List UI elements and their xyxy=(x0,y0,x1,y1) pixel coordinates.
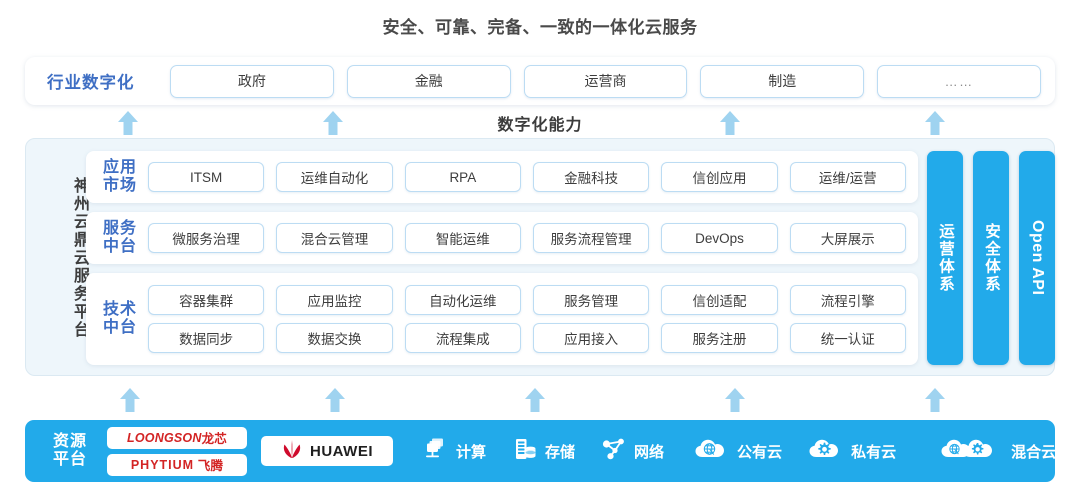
industry-row: 行业数字化 政府 金融 运营商 制造 …… xyxy=(25,57,1055,105)
panel-items: 容器集群 应用监控 自动化运维 服务管理 信创适配 流程引擎 数据同步 数据交换… xyxy=(148,285,918,353)
pillar-operation-system[interactable]: 运营体系 xyxy=(927,151,963,365)
industry-chip-government[interactable]: 政府 xyxy=(170,64,334,98)
resource-platform-label: 资源 平台 xyxy=(39,433,101,470)
panel-label-technology-middle-platform: 技术 中台 xyxy=(86,301,148,337)
cloud-service-platform: 神州云鼎云服务平台 应用 市场 ITSM 运维自动化 RPA 金融科技 信创应用… xyxy=(25,138,1055,376)
resource-item-label: 私有云 xyxy=(851,443,897,461)
phytium-cn: 飞腾 xyxy=(197,459,224,473)
resource-item-label: 公有云 xyxy=(737,443,783,461)
item-data-exchange[interactable]: 数据交换 xyxy=(276,323,393,353)
item-service-process-management[interactable]: 服务流程管理 xyxy=(532,223,650,253)
up-arrow-icon xyxy=(924,387,946,413)
panel-label-line1: 服务 xyxy=(102,220,137,238)
item-automated-ops[interactable]: 自动化运维 xyxy=(404,285,521,315)
item-microservice-governance[interactable]: 微服务治理 xyxy=(148,223,265,253)
phytium-latin: PHYTIUM xyxy=(130,457,195,472)
panel-service-middle-platform: 服务 中台 微服务治理 混合云管理 智能运维 服务流程管理 DevOps 大屏展… xyxy=(86,212,918,264)
item-ops-operation[interactable]: 运维/运营 xyxy=(789,162,906,192)
panel-label-service-middle-platform: 服务 中台 xyxy=(86,220,148,256)
item-service-management[interactable]: 服务管理 xyxy=(532,285,650,315)
hybrid-cloud-icon xyxy=(940,436,1004,466)
up-arrow-icon xyxy=(924,110,946,136)
panel-label-line2: 市场 xyxy=(102,177,137,194)
item-application-access[interactable]: 应用接入 xyxy=(532,323,650,353)
loongson-cn: 龙芯 xyxy=(201,432,227,446)
resource-item-hybrid-cloud[interactable]: 混合云 xyxy=(940,436,1056,466)
industry-chip-operator[interactable]: 运营商 xyxy=(523,64,688,98)
item-process-engine[interactable]: 流程引擎 xyxy=(789,285,906,315)
capability-label: 数字化能力 xyxy=(497,117,583,134)
resource-label-line2: 平台 xyxy=(52,451,87,468)
panel-items: ITSM 运维自动化 RPA 金融科技 信创应用 运维/运营 xyxy=(148,162,918,192)
item-row: 数据同步 数据交换 流程集成 应用接入 服务注册 统一认证 xyxy=(148,323,906,353)
industry-chip-more[interactable]: …… xyxy=(877,64,1041,98)
resource-item-network[interactable]: 网络 xyxy=(601,436,664,466)
industry-chip-manufacturing[interactable]: 制造 xyxy=(700,64,865,98)
resource-item-label: 计算 xyxy=(456,443,487,461)
item-row: 容器集群 应用监控 自动化运维 服务管理 信创适配 流程引擎 xyxy=(148,285,906,315)
item-application-monitoring[interactable]: 应用监控 xyxy=(276,285,393,315)
huawei-wordmark: HUAWEI xyxy=(310,442,373,460)
item-devops[interactable]: DevOps xyxy=(661,223,778,253)
up-arrow-icon xyxy=(117,110,139,136)
item-service-registry[interactable]: 服务注册 xyxy=(661,323,778,353)
item-process-integration[interactable]: 流程集成 xyxy=(404,323,521,353)
storage-icon xyxy=(512,436,538,466)
panel-label-line1: 技术 xyxy=(102,301,137,319)
item-ops-automation[interactable]: 运维自动化 xyxy=(276,162,393,192)
panel-label-line1: 应用 xyxy=(102,159,137,177)
resource-item-label: 混合云 xyxy=(1011,443,1057,461)
resource-item-compute[interactable]: 计算 xyxy=(423,436,486,466)
resource-item-private-cloud[interactable]: 私有云 xyxy=(808,436,896,466)
item-data-sync[interactable]: 数据同步 xyxy=(148,323,265,353)
private-cloud-icon xyxy=(808,436,844,466)
item-rpa[interactable]: RPA xyxy=(404,162,521,192)
resource-item-public-cloud[interactable]: 公有云 xyxy=(694,436,782,466)
up-arrow-icon xyxy=(324,387,346,413)
industry-chip-finance[interactable]: 金融 xyxy=(346,64,511,98)
compute-icon xyxy=(423,436,449,466)
resource-item-label: 网络 xyxy=(634,443,665,461)
huawei-flower-icon xyxy=(281,439,303,464)
up-arrow-icon xyxy=(119,387,141,413)
phytium-logo[interactable]: PHYTIUM 飞腾 xyxy=(107,453,247,476)
item-row: ITSM 运维自动化 RPA 金融科技 信创应用 运维/运营 xyxy=(148,162,906,192)
panel-items: 微服务治理 混合云管理 智能运维 服务流程管理 DevOps 大屏展示 xyxy=(148,223,918,253)
panel-label-application-market: 应用 市场 xyxy=(86,159,148,195)
network-icon xyxy=(601,436,627,466)
pillar-open-api[interactable]: Open API xyxy=(1019,151,1055,365)
item-row: 微服务治理 混合云管理 智能运维 服务流程管理 DevOps 大屏展示 xyxy=(148,223,906,253)
item-unified-authentication[interactable]: 统一认证 xyxy=(789,323,906,353)
platform-vertical-label: 神州云鼎云服务平台 xyxy=(71,177,88,339)
huawei-logo[interactable]: HUAWEI xyxy=(261,436,393,466)
panel-label-line2: 中台 xyxy=(102,238,137,255)
up-arrow-icon xyxy=(724,387,746,413)
industry-row-label: 行业数字化 xyxy=(47,74,135,92)
panel-application-market: 应用 市场 ITSM 运维自动化 RPA 金融科技 信创应用 运维/运营 xyxy=(86,151,918,203)
item-hybrid-cloud-management[interactable]: 混合云管理 xyxy=(276,223,393,253)
item-container-cluster[interactable]: 容器集群 xyxy=(148,285,265,315)
item-innovation-adaptation[interactable]: 信创适配 xyxy=(661,285,778,315)
resource-item-storage[interactable]: 存储 xyxy=(512,436,575,466)
panel-label-line2: 中台 xyxy=(102,319,137,336)
up-arrow-icon xyxy=(524,387,546,413)
item-large-screen-display[interactable]: 大屏展示 xyxy=(789,223,906,253)
panel-technology-middle-platform: 技术 中台 容器集群 应用监控 自动化运维 服务管理 信创适配 流程引擎 数据同… xyxy=(86,273,918,365)
loongson-latin: LOONGSON xyxy=(127,430,202,445)
item-itsm[interactable]: ITSM xyxy=(148,162,265,192)
up-arrow-icon xyxy=(322,110,344,136)
page-title: 安全、可靠、完备、一致的一体化云服务 xyxy=(382,18,698,37)
item-intelligent-ops[interactable]: 智能运维 xyxy=(404,223,521,253)
resource-label-line1: 资源 xyxy=(52,432,87,450)
pillar-security-system[interactable]: 安全体系 xyxy=(973,151,1009,365)
resource-item-label: 存储 xyxy=(545,443,576,461)
public-cloud-icon xyxy=(694,436,730,466)
item-innovation-app[interactable]: 信创应用 xyxy=(661,162,778,192)
up-arrow-icon xyxy=(719,110,741,136)
item-fintech[interactable]: 金融科技 xyxy=(532,162,650,192)
